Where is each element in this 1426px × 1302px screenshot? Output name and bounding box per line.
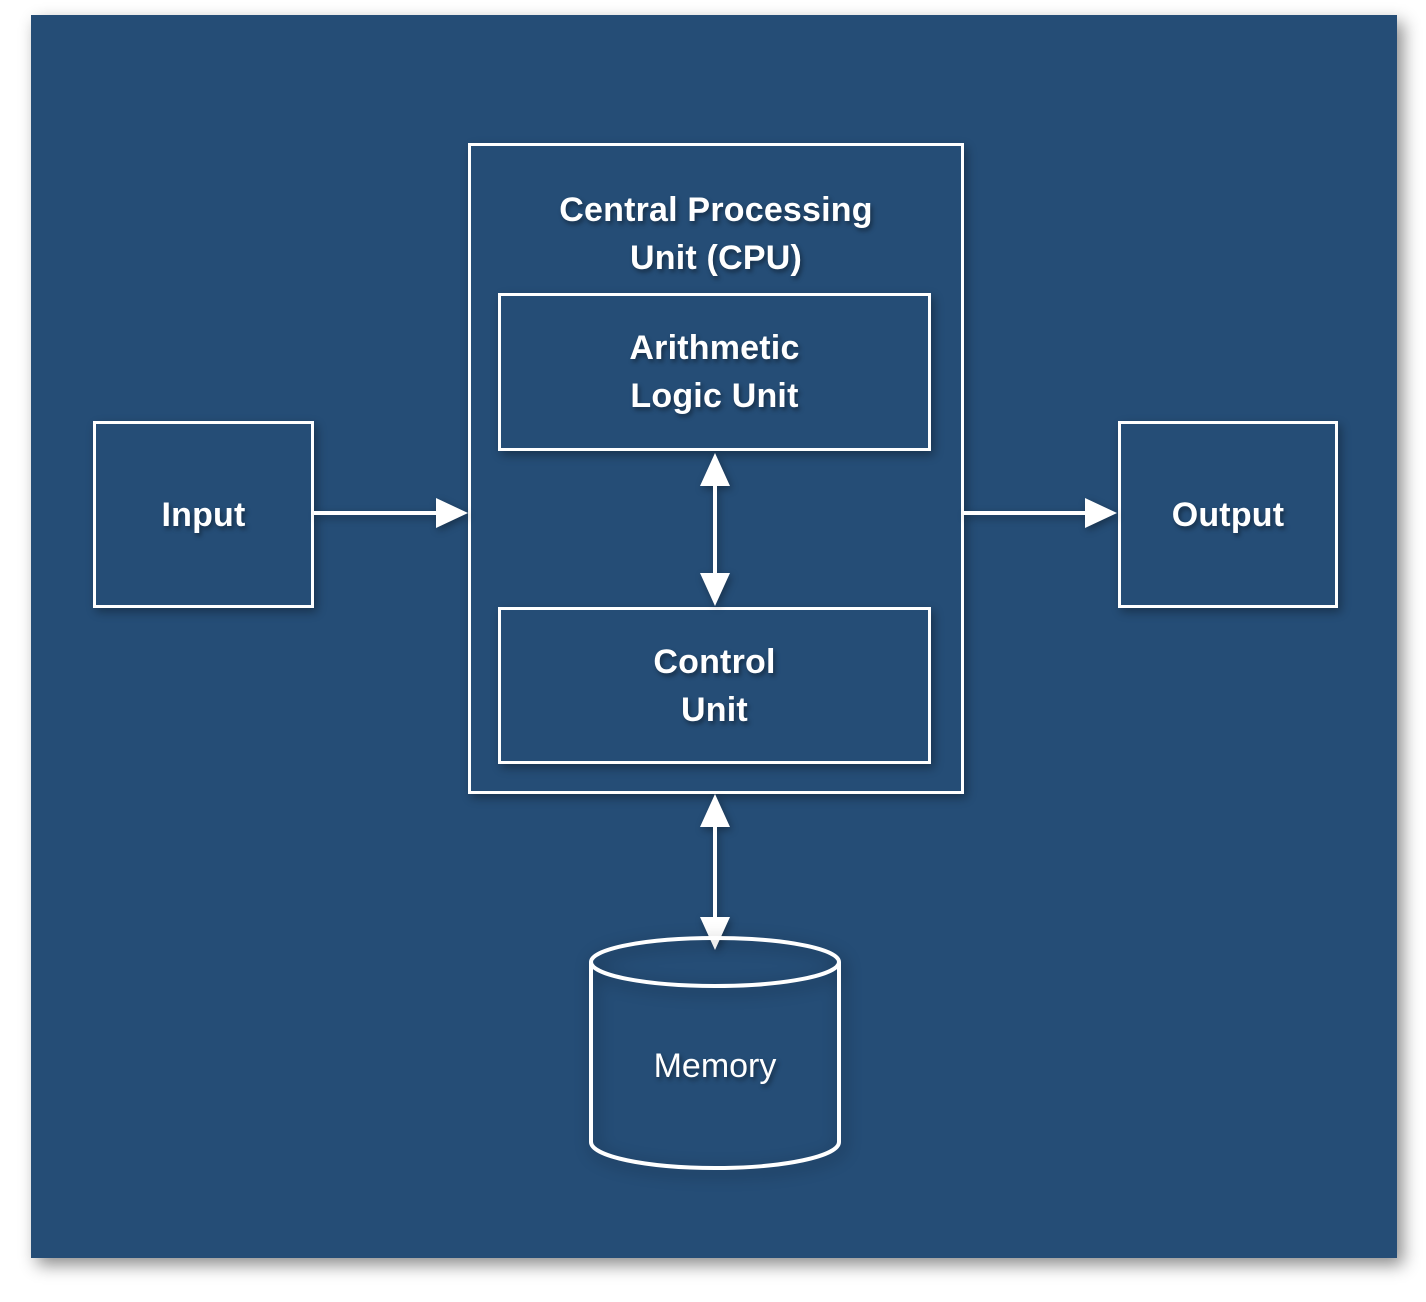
node-output[interactable]: Output [1118,421,1338,608]
node-arithmetic-logic-unit[interactable]: Arithmetic Logic Unit [498,293,931,451]
arrow-input-to-cpu [314,498,468,528]
node-control-unit-label-line2: Unit [681,690,748,729]
node-input-label: Input [161,495,246,534]
node-cpu-label-line1: Central Processing [559,191,873,229]
diagram-canvas: Input Output Central Processing Unit (CP… [31,15,1397,1258]
node-control-unit-label: Control Unit [653,638,775,734]
node-cpu[interactable]: Central Processing Unit (CPU) [468,143,964,794]
node-input[interactable]: Input [93,421,314,608]
arrow-cpu-to-memory [700,794,730,950]
arrow-cpu-to-output [963,498,1117,528]
node-alu-label-line1: Arithmetic [629,329,800,367]
node-cpu-label-line2: Unit (CPU) [630,239,802,277]
node-control-unit-label-line1: Control [653,642,776,681]
node-memory[interactable]: Memory [588,936,842,1170]
node-control-unit[interactable]: Control Unit [498,607,931,764]
node-output-label: Output [1171,495,1285,534]
node-cpu-label: Central Processing Unit (CPU) [471,186,961,282]
arrow-alu-to-control-unit [700,453,730,606]
node-alu-label-line2: Logic Unit [630,377,799,415]
node-alu-label: Arithmetic Logic Unit [629,324,799,420]
